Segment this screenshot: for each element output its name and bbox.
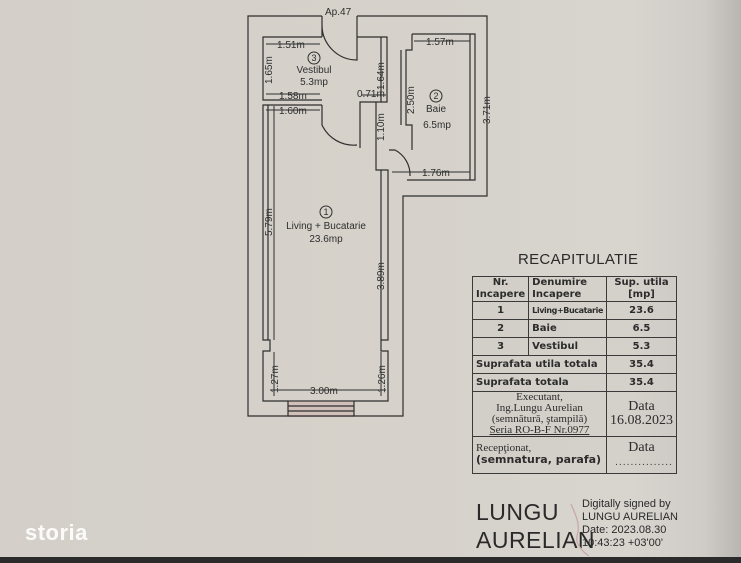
- room-2-number: 2: [433, 91, 438, 101]
- outer-wall: [247, 15, 488, 417]
- dim-living-right: 3.89m: [376, 262, 387, 290]
- room-number-circles: [307, 51, 443, 219]
- header-nr: Nr.Incapere: [471, 276, 530, 302]
- inner-wall: [357, 36, 388, 125]
- dimension-lines: [266, 40, 470, 396]
- dim-vestibul-top: 1.51m: [277, 40, 305, 51]
- room-1-number: 1: [323, 207, 328, 217]
- dim-passage: 0.71m: [357, 89, 385, 100]
- executant-block: Executant, Ing.Lungu Aurelian (semnătură…: [472, 391, 607, 437]
- header-area: Sup. utila[mp]: [605, 276, 677, 302]
- dim-window-left: 1.27m: [270, 365, 281, 393]
- table-row: 3 Vestibul 5.3: [471, 337, 677, 356]
- dim-living-top: 1.60m: [279, 106, 307, 117]
- useful-total-row: Suprafata utila totala 35.4: [472, 355, 677, 374]
- dim-baie-top: 1.57m: [426, 37, 454, 48]
- receptionat-row: Recepţionat, (semnatura, parafa) Data ..…: [472, 436, 677, 474]
- dim-window-right: 1.26m: [377, 365, 388, 393]
- digital-signature-info: Digitally signed by LUNGU AURELIAN Date:…: [582, 498, 678, 549]
- dim-baie-bottom: 1.76m: [422, 168, 450, 179]
- table-row: 2 Baie 6.5: [471, 319, 677, 338]
- baie-wall: [405, 33, 476, 181]
- signer-name: LUNGU AURELIAN: [476, 499, 596, 553]
- dim-vestibul-bottom: 1.58m: [279, 91, 307, 102]
- inner-wall: [359, 102, 377, 148]
- storia-watermark: storia: [25, 520, 88, 545]
- baie-wall: [400, 34, 471, 180]
- room-3-area: 5.3mp: [300, 77, 328, 88]
- entrance-door: [321, 16, 358, 61]
- vestibul-door: [321, 105, 358, 146]
- table-row: 1 Living+Bucatarie 23.6: [471, 301, 677, 320]
- dim-vestibul-right: 1.64m: [376, 62, 387, 90]
- recap-title: RECAPITULATIE: [518, 251, 639, 268]
- baie-door: [389, 149, 411, 177]
- receptionat-block: Recepţionat, (semnatura, parafa): [472, 436, 607, 474]
- room-3-number: 3: [311, 53, 316, 63]
- dim-door-height: 1.10m: [376, 113, 387, 141]
- receptionat-date: Data ...............: [605, 436, 677, 474]
- bottom-edge: [0, 557, 741, 563]
- executant-date: Data 16.08.2023: [605, 391, 677, 437]
- total-row: Suprafata totala 35.4: [472, 373, 677, 392]
- executant-row: Executant, Ing.Lungu Aurelian (semnătură…: [472, 391, 677, 437]
- room-2-name: Baie: [426, 104, 446, 115]
- apartment-label: Ap.47: [325, 7, 352, 18]
- room-3-name: Vestibul: [296, 65, 331, 76]
- inner-wall: [262, 104, 322, 402]
- room-1-name: Living + Bucatarie: [286, 221, 366, 232]
- room-1-area: 23.6mp: [309, 234, 343, 245]
- dim-vestibul-left: 1.65m: [264, 56, 275, 84]
- dim-living-bottom: 3.00m: [310, 386, 338, 397]
- window: [287, 400, 355, 417]
- dim-baie-right: 3.71m: [482, 96, 493, 124]
- dim-living-left: 5.79m: [264, 208, 275, 236]
- room-2-area: 6.5mp: [423, 120, 451, 131]
- dim-baie-left: 2.50m: [406, 86, 417, 114]
- handwritten-signature-icon: [570, 503, 590, 557]
- inner-wall: [262, 36, 322, 101]
